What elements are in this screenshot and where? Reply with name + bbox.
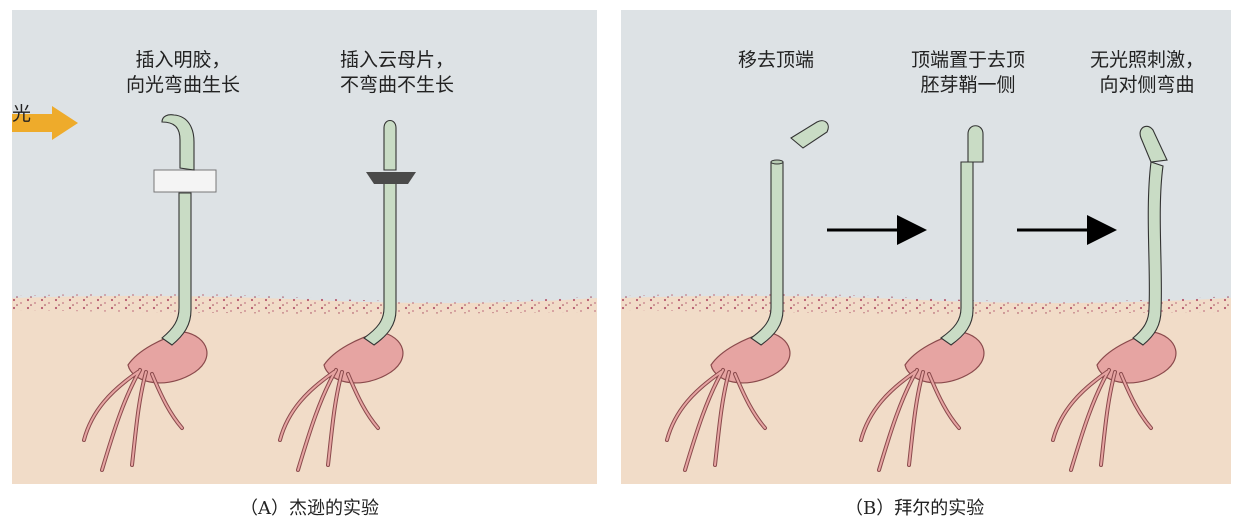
caption-a: （A）杰逊的实验 — [240, 494, 379, 520]
step3-label: 无光照刺激， 向对侧弯曲 — [1067, 48, 1227, 98]
panel-b-paal-experiment: 移去顶端 顶端置于去顶 胚芽鞘一侧 无光照刺激， 向对侧弯曲 — [621, 10, 1231, 484]
gelatin-block — [154, 170, 216, 192]
step1-label: 移去顶端 — [701, 48, 851, 73]
panel-a-illustration — [12, 10, 597, 484]
panel-a-jensen-experiment: 光 插入明胶， 向光弯曲生长 插入云母片， 不弯曲不生长 — [12, 10, 597, 484]
gelatin-label: 插入明胶， 向光弯曲生长 — [108, 48, 258, 98]
light-label: 光 — [12, 102, 31, 127]
caption-b: （B）拜尔的实验 — [845, 494, 984, 520]
soil — [12, 296, 597, 484]
mica-label: 插入云母片， 不弯曲不生长 — [312, 48, 482, 98]
step2-label: 顶端置于去顶 胚芽鞘一侧 — [883, 48, 1053, 98]
mica-sheet — [366, 172, 416, 184]
placed-tip — [968, 126, 983, 162]
